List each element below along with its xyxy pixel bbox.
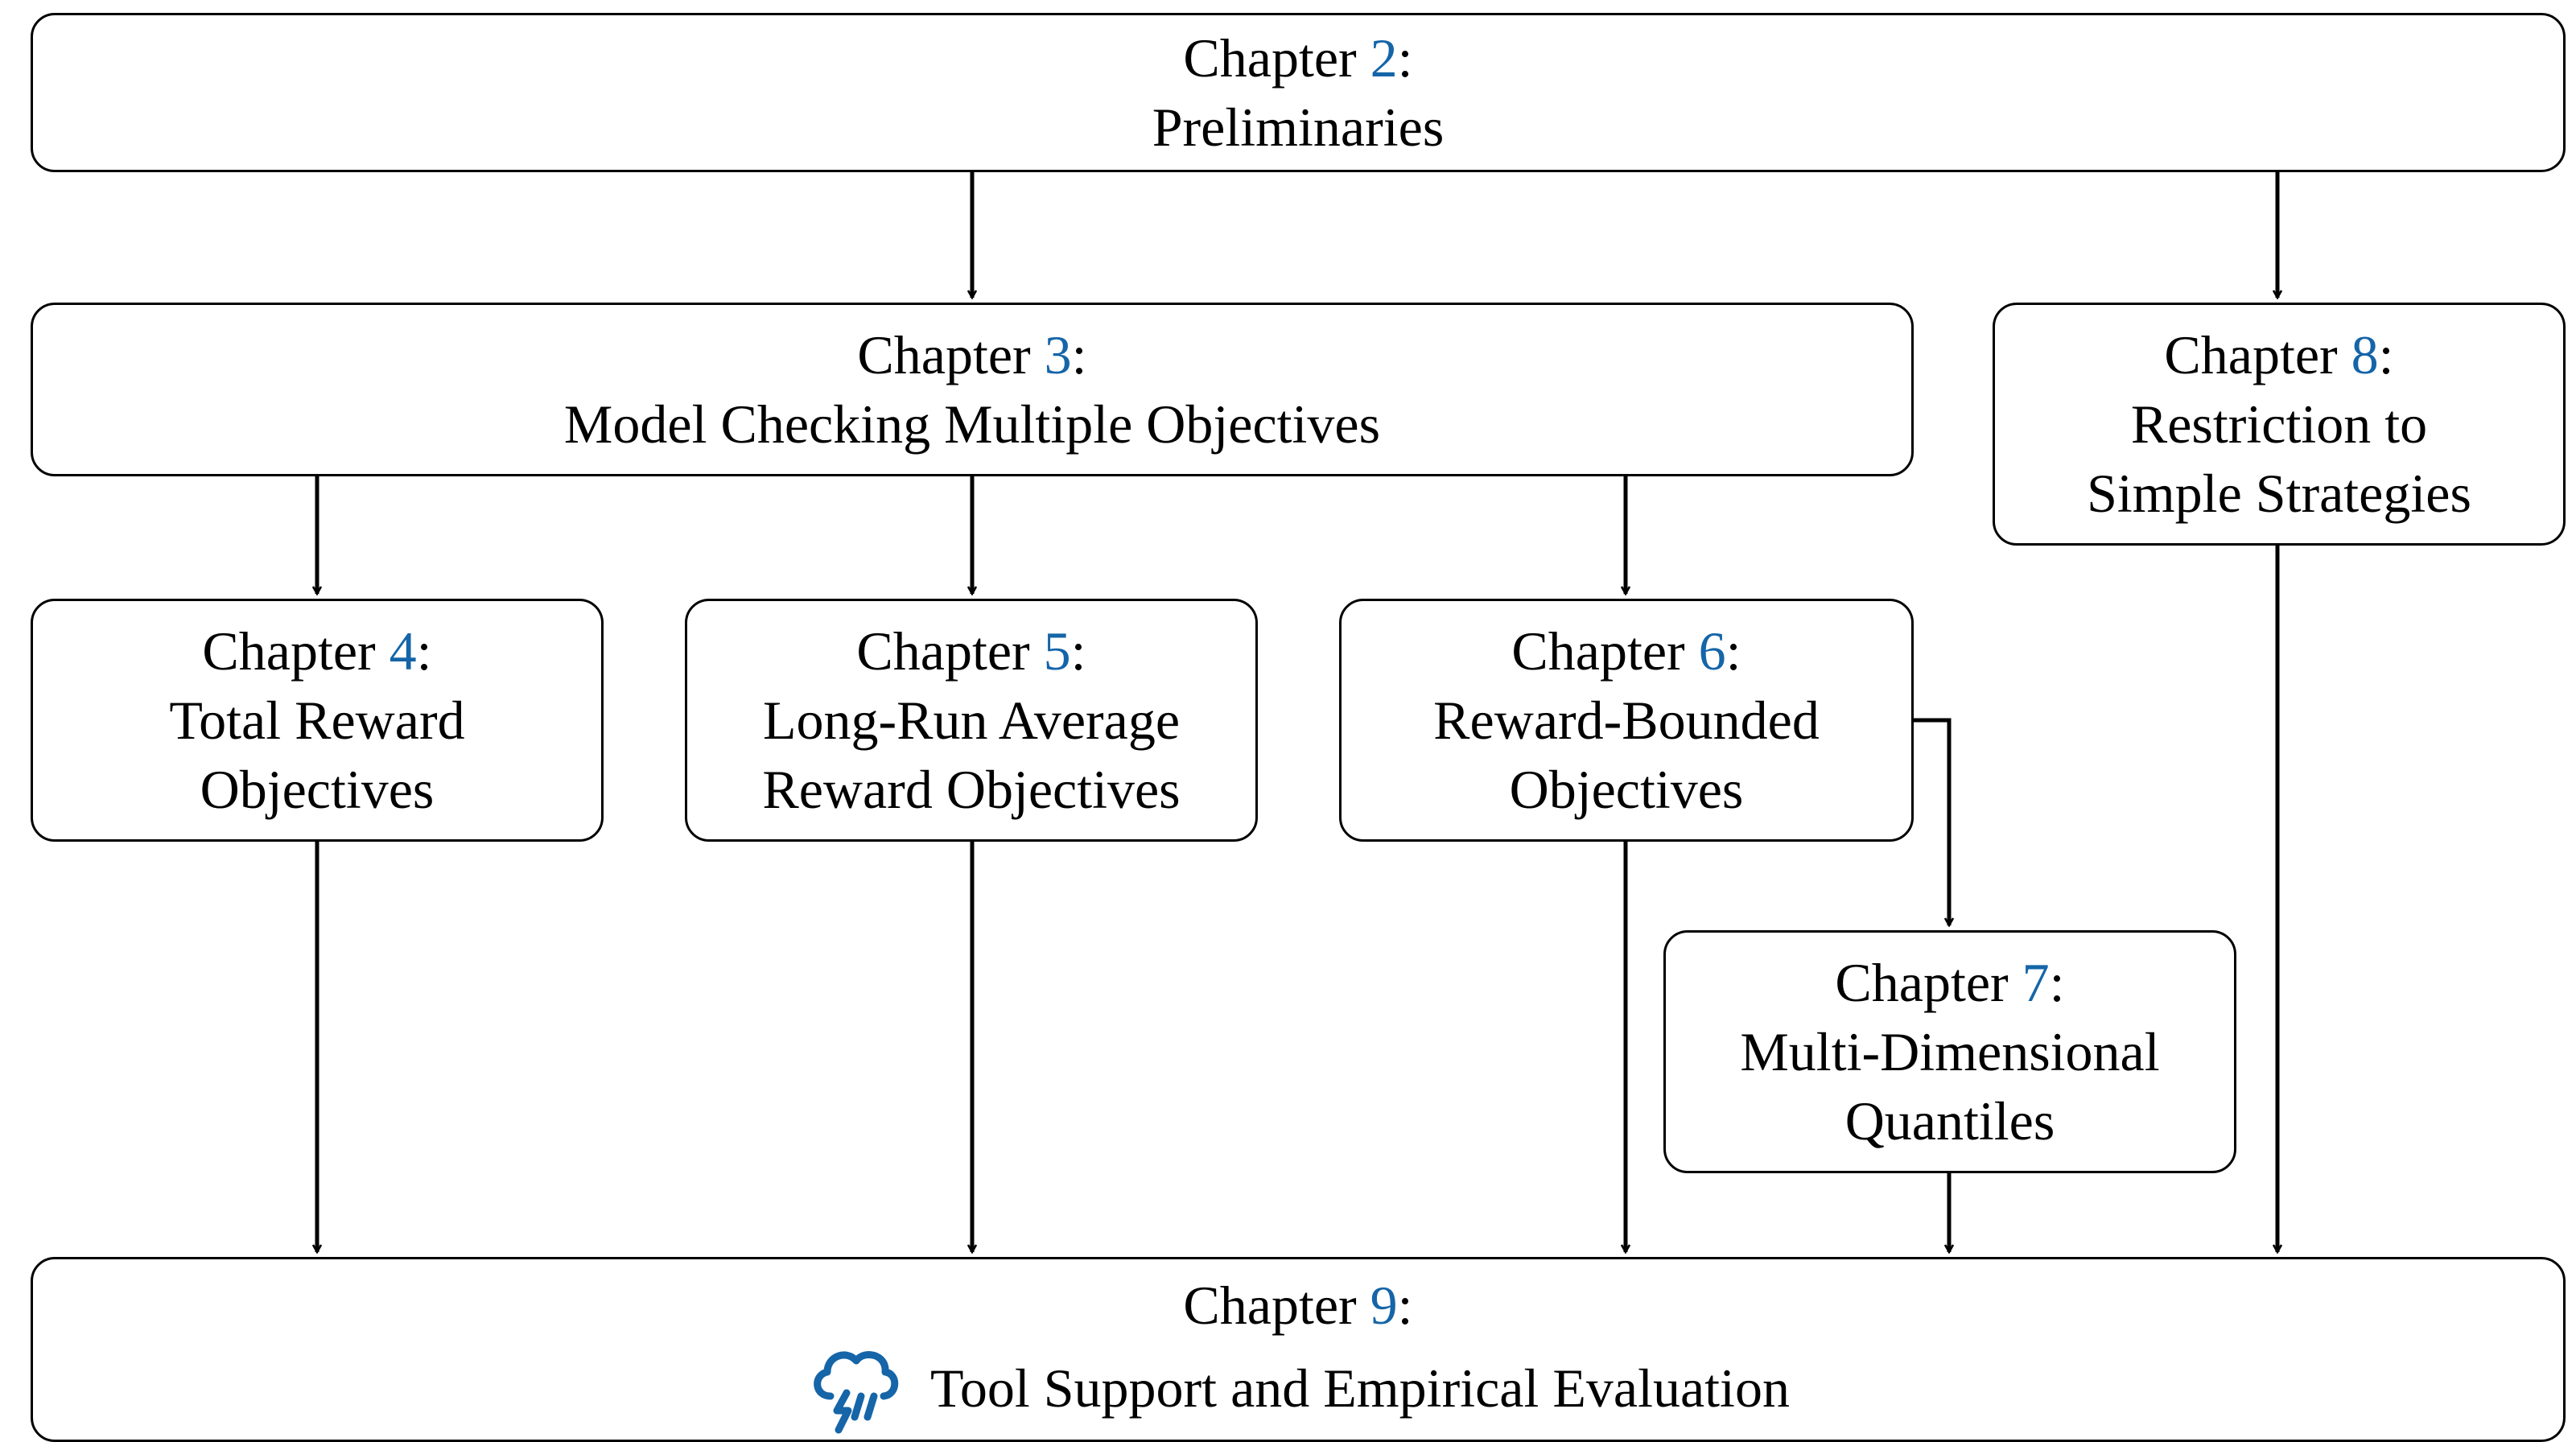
chapter-6-title-line-2: Objectives — [1509, 759, 1744, 820]
chapter-4-title-line-1: Total Reward — [169, 690, 465, 751]
chapter-9-number: 9 — [1370, 1275, 1398, 1336]
chapter-4-number: 4 — [389, 620, 417, 682]
chapter-6-number: 6 — [1698, 620, 1726, 682]
chapter-3-number: 3 — [1044, 324, 1072, 385]
chapter-9-heading: Chapter 9: — [1183, 1275, 1413, 1336]
chapter-6-title-line-1: Reward-Bounded — [1433, 690, 1820, 751]
chapter-5-title-line-2: Reward Objectives — [762, 759, 1181, 820]
chapter-5-number: 5 — [1043, 620, 1071, 682]
chapter-3-box: Chapter 3: Model Checking Multiple Objec… — [31, 303, 1914, 476]
storm-cloud-icon — [814, 1351, 899, 1434]
chapter-9-title-row: Tool Support and Empirical Evaluation — [806, 1340, 1790, 1436]
chapter-9-box: Chapter 9: Tool Support and Empirical Ev… — [31, 1257, 2566, 1442]
chapter-6-heading: Chapter 6: — [1511, 620, 1741, 682]
chapter-8-number: 8 — [2351, 324, 2379, 385]
chapter-2-heading: Chapter 2: — [1183, 27, 1413, 89]
chapter-4-heading: Chapter 4: — [202, 620, 432, 682]
chapter-2-title: Preliminaries — [1152, 97, 1445, 158]
chapter-5-heading: Chapter 5: — [856, 620, 1086, 682]
chapter-3-title: Model Checking Multiple Objectives — [563, 393, 1381, 455]
chapter-5-title-line-1: Long-Run Average — [762, 690, 1181, 751]
chapter-4-title-line-2: Objectives — [200, 759, 435, 820]
chapter-3-heading: Chapter 3: — [857, 324, 1087, 385]
chapter-7-title-line-1: Multi-Dimensional — [1740, 1021, 2160, 1082]
chapter-2-box: Chapter 2: Preliminaries — [31, 13, 2566, 172]
chapter-7-title-line-2: Quantiles — [1844, 1090, 2055, 1152]
chapter-8-heading: Chapter 8: — [2164, 324, 2394, 385]
chapter-7-box: Chapter 7: Multi-Dimensional Quantiles — [1663, 930, 2236, 1173]
chapter-5-box: Chapter 5: Long-Run Average Reward Objec… — [685, 599, 1258, 842]
chapter-7-heading: Chapter 7: — [1835, 952, 2065, 1013]
chapter-8-box: Chapter 8: Restriction to Simple Strateg… — [1993, 303, 2566, 546]
chapter-8-title-line-2: Simple Strategies — [2087, 463, 2471, 524]
chapter-9-title: Tool Support and Empirical Evaluation — [930, 1358, 1790, 1419]
chapter-8-title-line-1: Restriction to — [2130, 393, 2428, 455]
chapter-2-number: 2 — [1370, 27, 1398, 89]
chapter-6-box: Chapter 6: Reward-Bounded Objectives — [1339, 599, 1914, 842]
chapter-7-number: 7 — [2022, 952, 2050, 1013]
chapter-4-box: Chapter 4: Total Reward Objectives — [31, 599, 604, 842]
arrow-c6-c7 — [1914, 718, 1949, 925]
